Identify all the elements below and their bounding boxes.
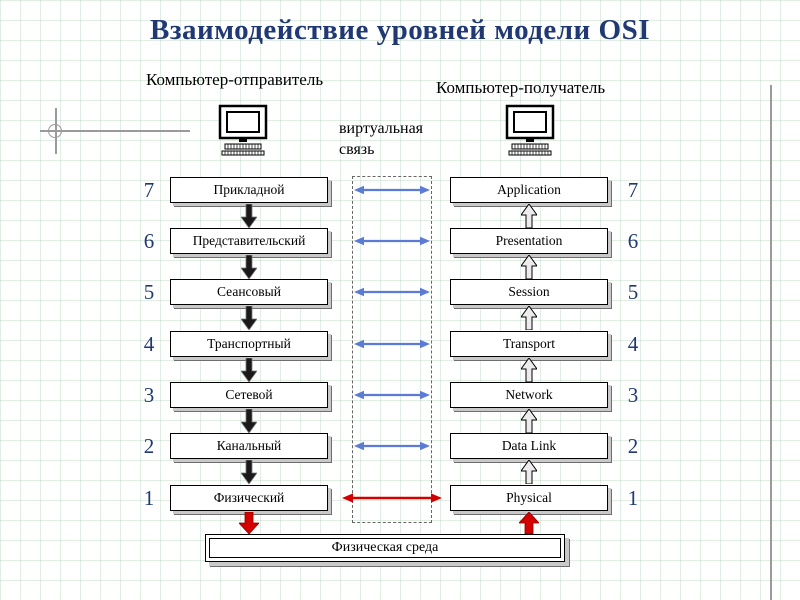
virtual-link-arrow-icon bbox=[354, 441, 430, 451]
computer-icon bbox=[218, 104, 268, 156]
up-arrow-icon bbox=[521, 409, 537, 433]
physical-medium-label: Физическая среда bbox=[209, 538, 561, 558]
layer-number-right: 3 bbox=[627, 382, 639, 407]
down-arrow-icon bbox=[241, 358, 257, 382]
decorative-line-horizontal bbox=[40, 130, 190, 132]
layer-number-left: 7 bbox=[143, 177, 155, 202]
up-arrow-icon bbox=[521, 460, 537, 484]
decorative-line-vertical-right bbox=[770, 85, 772, 600]
layer-number-right: 7 bbox=[627, 177, 639, 202]
layer-number-right: 5 bbox=[627, 279, 639, 304]
computer-icon bbox=[505, 104, 555, 156]
up-arrow-icon bbox=[521, 255, 537, 279]
down-arrow-icon bbox=[241, 255, 257, 279]
physical-link-arrow-icon bbox=[342, 493, 442, 503]
receiver-layer-3: Network bbox=[450, 382, 608, 408]
receiver-layer-4: Transport bbox=[450, 331, 608, 357]
sender-column-label: Компьютер-отправитель bbox=[146, 70, 324, 89]
layer-number-left: 4 bbox=[143, 331, 155, 356]
receiver-column-label: Компьютер-получатель bbox=[436, 78, 606, 97]
physical-medium-box: Физическая среда bbox=[205, 534, 565, 562]
sender-layer-2: Канальный bbox=[170, 433, 328, 459]
receiver-layer-2: Data Link bbox=[450, 433, 608, 459]
sender-layer-6: Представительский bbox=[170, 228, 328, 254]
receiver-layer-1: Physical bbox=[450, 485, 608, 511]
layer-number-left: 5 bbox=[143, 279, 155, 304]
layer-number-right: 1 bbox=[627, 485, 639, 510]
physical-up-arrow-icon bbox=[519, 512, 539, 534]
layer-number-right: 6 bbox=[627, 228, 639, 253]
sender-layer-7: Прикладной bbox=[170, 177, 328, 203]
virtual-link-arrow-icon bbox=[354, 185, 430, 195]
layer-number-left: 2 bbox=[143, 433, 155, 458]
up-arrow-icon bbox=[521, 204, 537, 228]
sender-layer-5: Сеансовый bbox=[170, 279, 328, 305]
virtual-link-arrow-icon bbox=[354, 236, 430, 246]
down-arrow-icon bbox=[241, 409, 257, 433]
sender-layer-1: Физический bbox=[170, 485, 328, 511]
sender-layer-3: Сетевой bbox=[170, 382, 328, 408]
layer-number-right: 2 bbox=[627, 433, 639, 458]
slide-title: Взаимодействие уровней модели OSI bbox=[150, 14, 650, 46]
virtual-link-dashed-box bbox=[352, 176, 432, 523]
down-arrow-icon bbox=[241, 204, 257, 228]
virtual-link-label-line2: связь bbox=[339, 141, 375, 158]
layer-number-right: 4 bbox=[627, 331, 639, 356]
virtual-link-label: виртуальная связь bbox=[339, 118, 423, 160]
virtual-link-arrow-icon bbox=[354, 390, 430, 400]
physical-down-arrow-icon bbox=[239, 512, 259, 534]
virtual-link-arrow-icon bbox=[354, 339, 430, 349]
receiver-layer-5: Session bbox=[450, 279, 608, 305]
down-arrow-icon bbox=[241, 306, 257, 330]
layer-number-left: 6 bbox=[143, 228, 155, 253]
layer-number-left: 3 bbox=[143, 382, 155, 407]
virtual-link-label-line1: виртуальная bbox=[339, 120, 424, 137]
virtual-link-arrow-icon bbox=[354, 287, 430, 297]
down-arrow-icon bbox=[241, 460, 257, 484]
receiver-layer-6: Presentation bbox=[450, 228, 608, 254]
receiver-layer-7: Application bbox=[450, 177, 608, 203]
sender-layer-4: Транспортный bbox=[170, 331, 328, 357]
layer-number-left: 1 bbox=[143, 485, 155, 510]
decorative-circle bbox=[48, 124, 62, 138]
up-arrow-icon bbox=[521, 358, 537, 382]
up-arrow-icon bbox=[521, 306, 537, 330]
